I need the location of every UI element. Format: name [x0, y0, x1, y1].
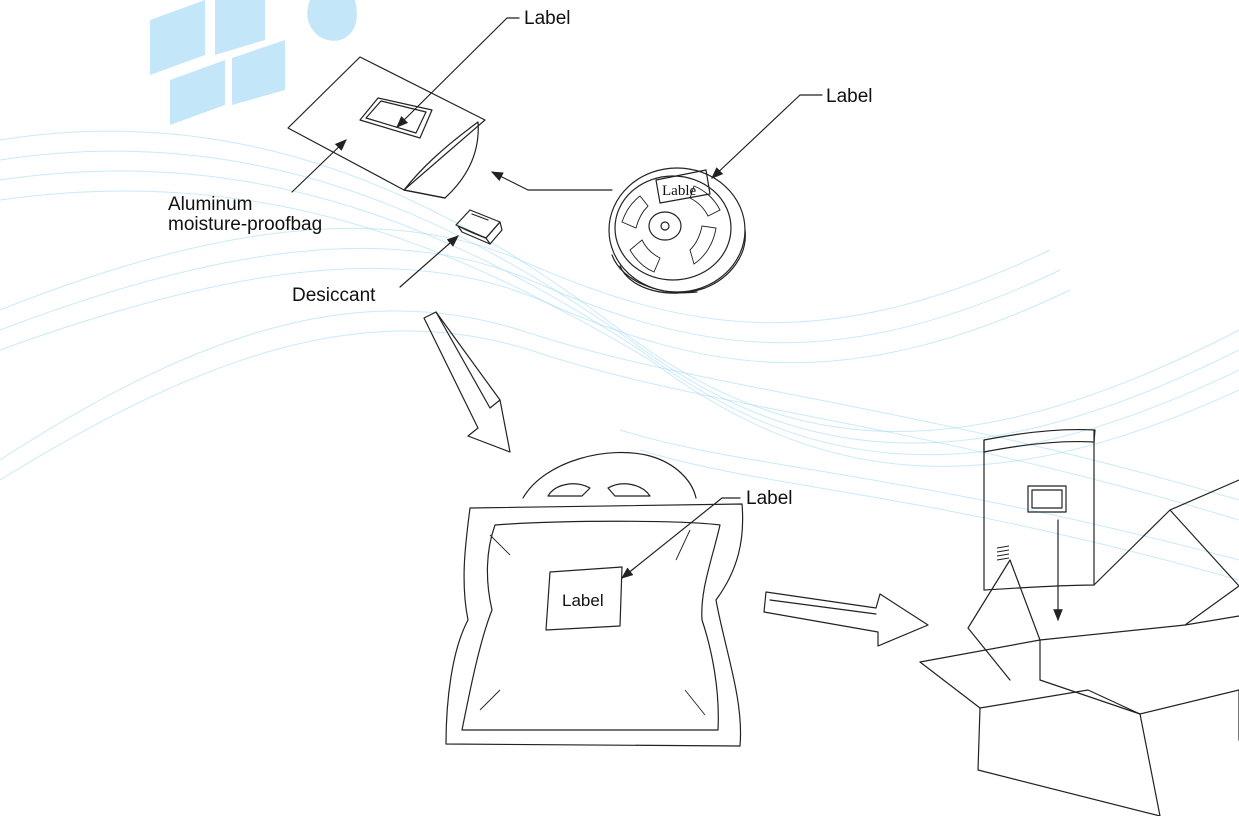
desiccant-text: Desiccant	[292, 285, 376, 306]
sealed-bag-drawing: Label	[445, 451, 744, 747]
arrow-right-icon	[490, 171, 529, 191]
reel-drawing: Lable	[608, 167, 746, 294]
reel-sticker-text: Lable	[662, 183, 696, 199]
watermark-logo-icon	[150, 0, 357, 125]
leader-arrow	[621, 497, 723, 579]
bag-material-line2: moisture-proofbag	[168, 214, 322, 235]
background-waves	[0, 130, 1239, 581]
leader-arrow	[291, 139, 347, 193]
reel-label-text: Label	[826, 86, 873, 107]
sealed-bag-label-text: Label	[746, 488, 793, 509]
carton-box-drawing	[919, 428, 1239, 816]
leader-arrow	[396, 17, 508, 128]
arrow-right-icon	[763, 591, 929, 647]
leader-arrow	[399, 235, 459, 288]
arrow-down-right-icon	[423, 311, 511, 453]
bag-label-text: Label	[524, 8, 571, 29]
desiccant-drawing	[455, 209, 503, 245]
aluminum-bag-drawing	[287, 56, 486, 199]
sealed-bag-sticker-text: Label	[562, 591, 604, 610]
bag-material-line1: Aluminum	[168, 194, 252, 215]
leader-arrow	[711, 94, 801, 179]
